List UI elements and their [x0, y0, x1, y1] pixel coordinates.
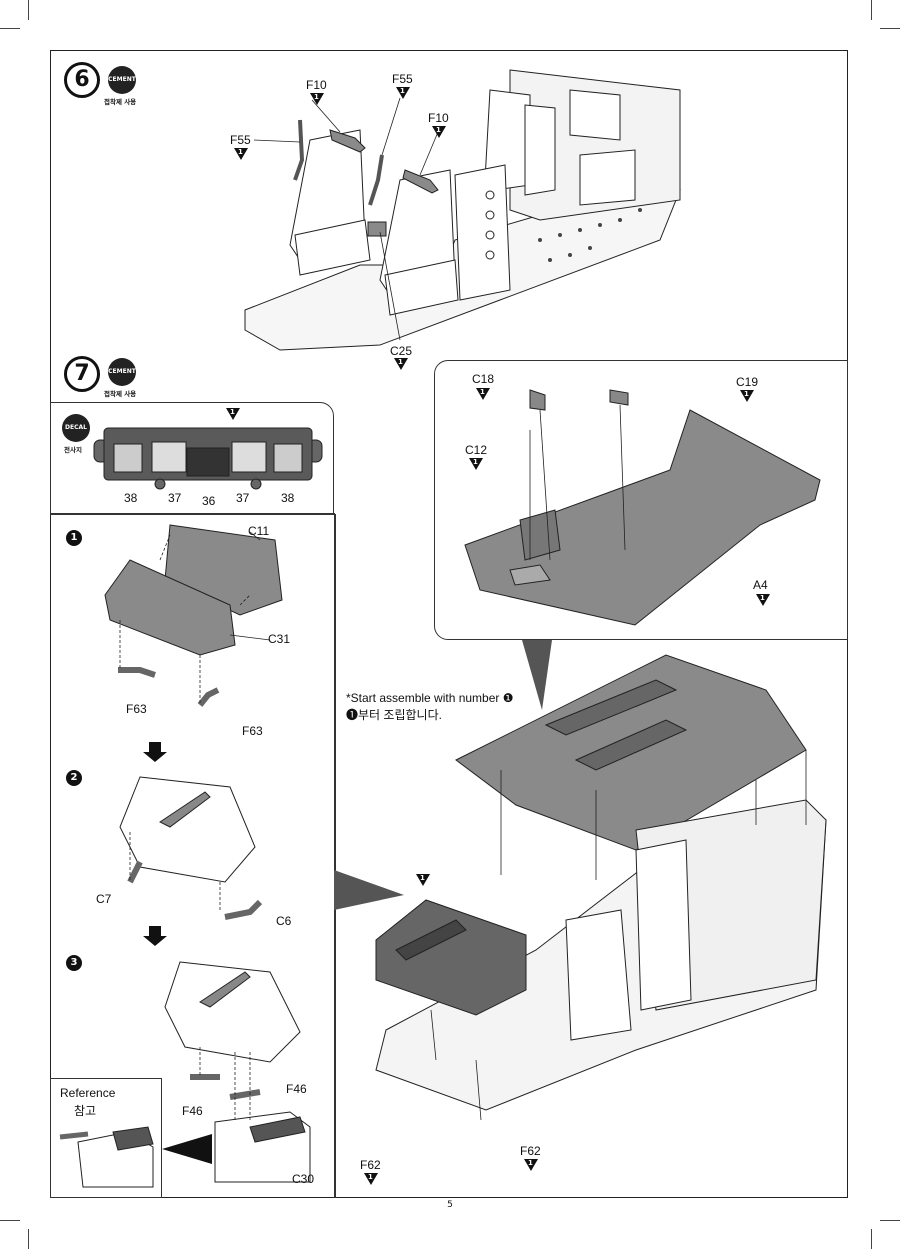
step-6-number: 6 — [64, 62, 100, 98]
crop-mark — [0, 1220, 20, 1221]
substep-1-drawing — [104, 524, 283, 707]
part-marker-icon: 1 — [364, 1173, 378, 1185]
substep-3-part-label: F46 — [182, 1104, 203, 1118]
substep-1-part-label: F63 — [126, 702, 147, 716]
step-7-number: 7 — [64, 356, 100, 392]
substep-3-part-label: C30 — [292, 1172, 315, 1186]
inset-part-label: C18 — [472, 372, 495, 386]
cement-caption: 접착제 사용 — [104, 98, 137, 106]
cement-badge: CEMENT — [108, 358, 136, 386]
part-marker-icon: 1 — [416, 874, 430, 886]
substep-3-drawing — [164, 961, 311, 1183]
substep-2-part-label: C6 — [276, 914, 292, 928]
part-marker-icon: 1 — [469, 458, 483, 470]
substep-1-number: 1 — [66, 530, 82, 546]
reference-label-ko: 참고 — [74, 1104, 97, 1118]
instrument-panel-decal-drawing — [93, 427, 323, 490]
part-marker-icon: 1 — [476, 388, 490, 400]
decal-badge: DECAL — [62, 414, 90, 442]
crop-mark — [0, 28, 20, 29]
part-marker-icon: 1 — [432, 126, 446, 138]
page-number: 5 — [447, 1200, 453, 1210]
crop-mark — [880, 1220, 900, 1221]
part-marker-icon: 1 — [524, 1159, 538, 1171]
substep-1-part-label: C31 — [268, 632, 291, 646]
decal-number: 38 — [124, 491, 138, 505]
step-6-part-label: F10 — [428, 111, 449, 125]
part-marker-icon: 1 — [226, 408, 240, 420]
part-marker-icon: 1 — [394, 358, 408, 370]
inset-pointer — [522, 640, 552, 710]
inset-part-label: A4 — [753, 578, 768, 592]
part-marker-icon: 1 — [740, 390, 754, 402]
inset-part-label: C19 — [736, 375, 759, 389]
crop-mark — [871, 1229, 872, 1249]
decal-caption: 전사지 — [64, 446, 82, 454]
substep-3-number: 3 — [66, 955, 82, 971]
substep-3-part-label: F46 — [286, 1082, 307, 1096]
step-6-part-label: F55 — [392, 72, 413, 86]
main-part-label: F62 — [520, 1144, 541, 1158]
crop-mark — [880, 28, 900, 29]
main-assembly-drawing — [375, 654, 827, 1121]
substep-2-drawing — [119, 776, 263, 920]
reference-label: Reference — [60, 1086, 116, 1100]
crop-mark — [28, 0, 29, 20]
main-part-label: F62 — [360, 1158, 381, 1172]
substep-pointer — [334, 870, 404, 910]
crop-mark — [871, 0, 872, 20]
decal-number: 37 — [168, 491, 182, 505]
substep-2-number: 2 — [66, 770, 82, 786]
assembly-note-ko: ❶부터 조립합니다. — [346, 708, 442, 722]
decal-number: 37 — [236, 491, 250, 505]
decal-number: 38 — [281, 491, 295, 505]
substep-1-part-label: F63 — [242, 724, 263, 738]
down-arrow-icon — [143, 926, 167, 946]
step-6-part-label: F10 — [306, 78, 327, 92]
inset-floor-drawing — [464, 389, 821, 626]
substep-divider — [50, 513, 335, 515]
reference-pointer — [162, 1134, 212, 1164]
part-marker-icon: 1 — [234, 148, 248, 160]
assembly-note: *Start assemble with number ❶ ❶부터 조립합니다. — [346, 690, 514, 724]
substep-2-part-label: C7 — [96, 892, 112, 906]
step-6-part-label: C25 — [390, 344, 413, 358]
decal-number: 36 — [202, 494, 216, 508]
assembly-note-en: *Start assemble with number ❶ — [346, 691, 514, 705]
crop-mark — [28, 1229, 29, 1249]
substep-1-part-label: C11 — [248, 524, 270, 538]
cement-caption: 접착제 사용 — [104, 390, 137, 398]
step-6-part-label: F55 — [230, 133, 251, 147]
part-marker-icon: 1 — [396, 87, 410, 99]
part-marker-icon: 1 — [310, 93, 324, 105]
substep-divider — [334, 514, 336, 1198]
step-6-cockpit-drawing — [244, 69, 681, 351]
part-marker-icon: 1 — [756, 594, 770, 606]
inset-part-label: C12 — [465, 443, 488, 457]
down-arrow-icon — [143, 742, 167, 762]
reference-drawing — [59, 1126, 154, 1188]
cement-badge: CEMENT — [108, 66, 136, 94]
